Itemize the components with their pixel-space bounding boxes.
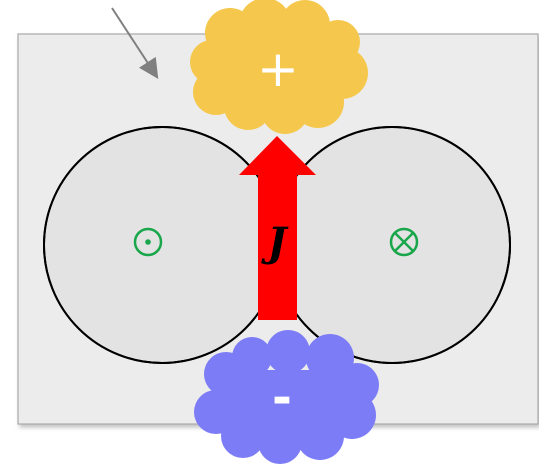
positive-label: + <box>257 40 299 98</box>
negative-charge-cloud <box>194 330 379 464</box>
field-in-icon <box>389 227 419 257</box>
current-arrow <box>239 136 316 320</box>
positive-charge-cloud <box>190 0 368 134</box>
negative-label: - <box>272 370 292 426</box>
field-out-icon <box>133 227 163 257</box>
pointer-arrow <box>111 7 159 80</box>
left-circle <box>43 126 281 364</box>
